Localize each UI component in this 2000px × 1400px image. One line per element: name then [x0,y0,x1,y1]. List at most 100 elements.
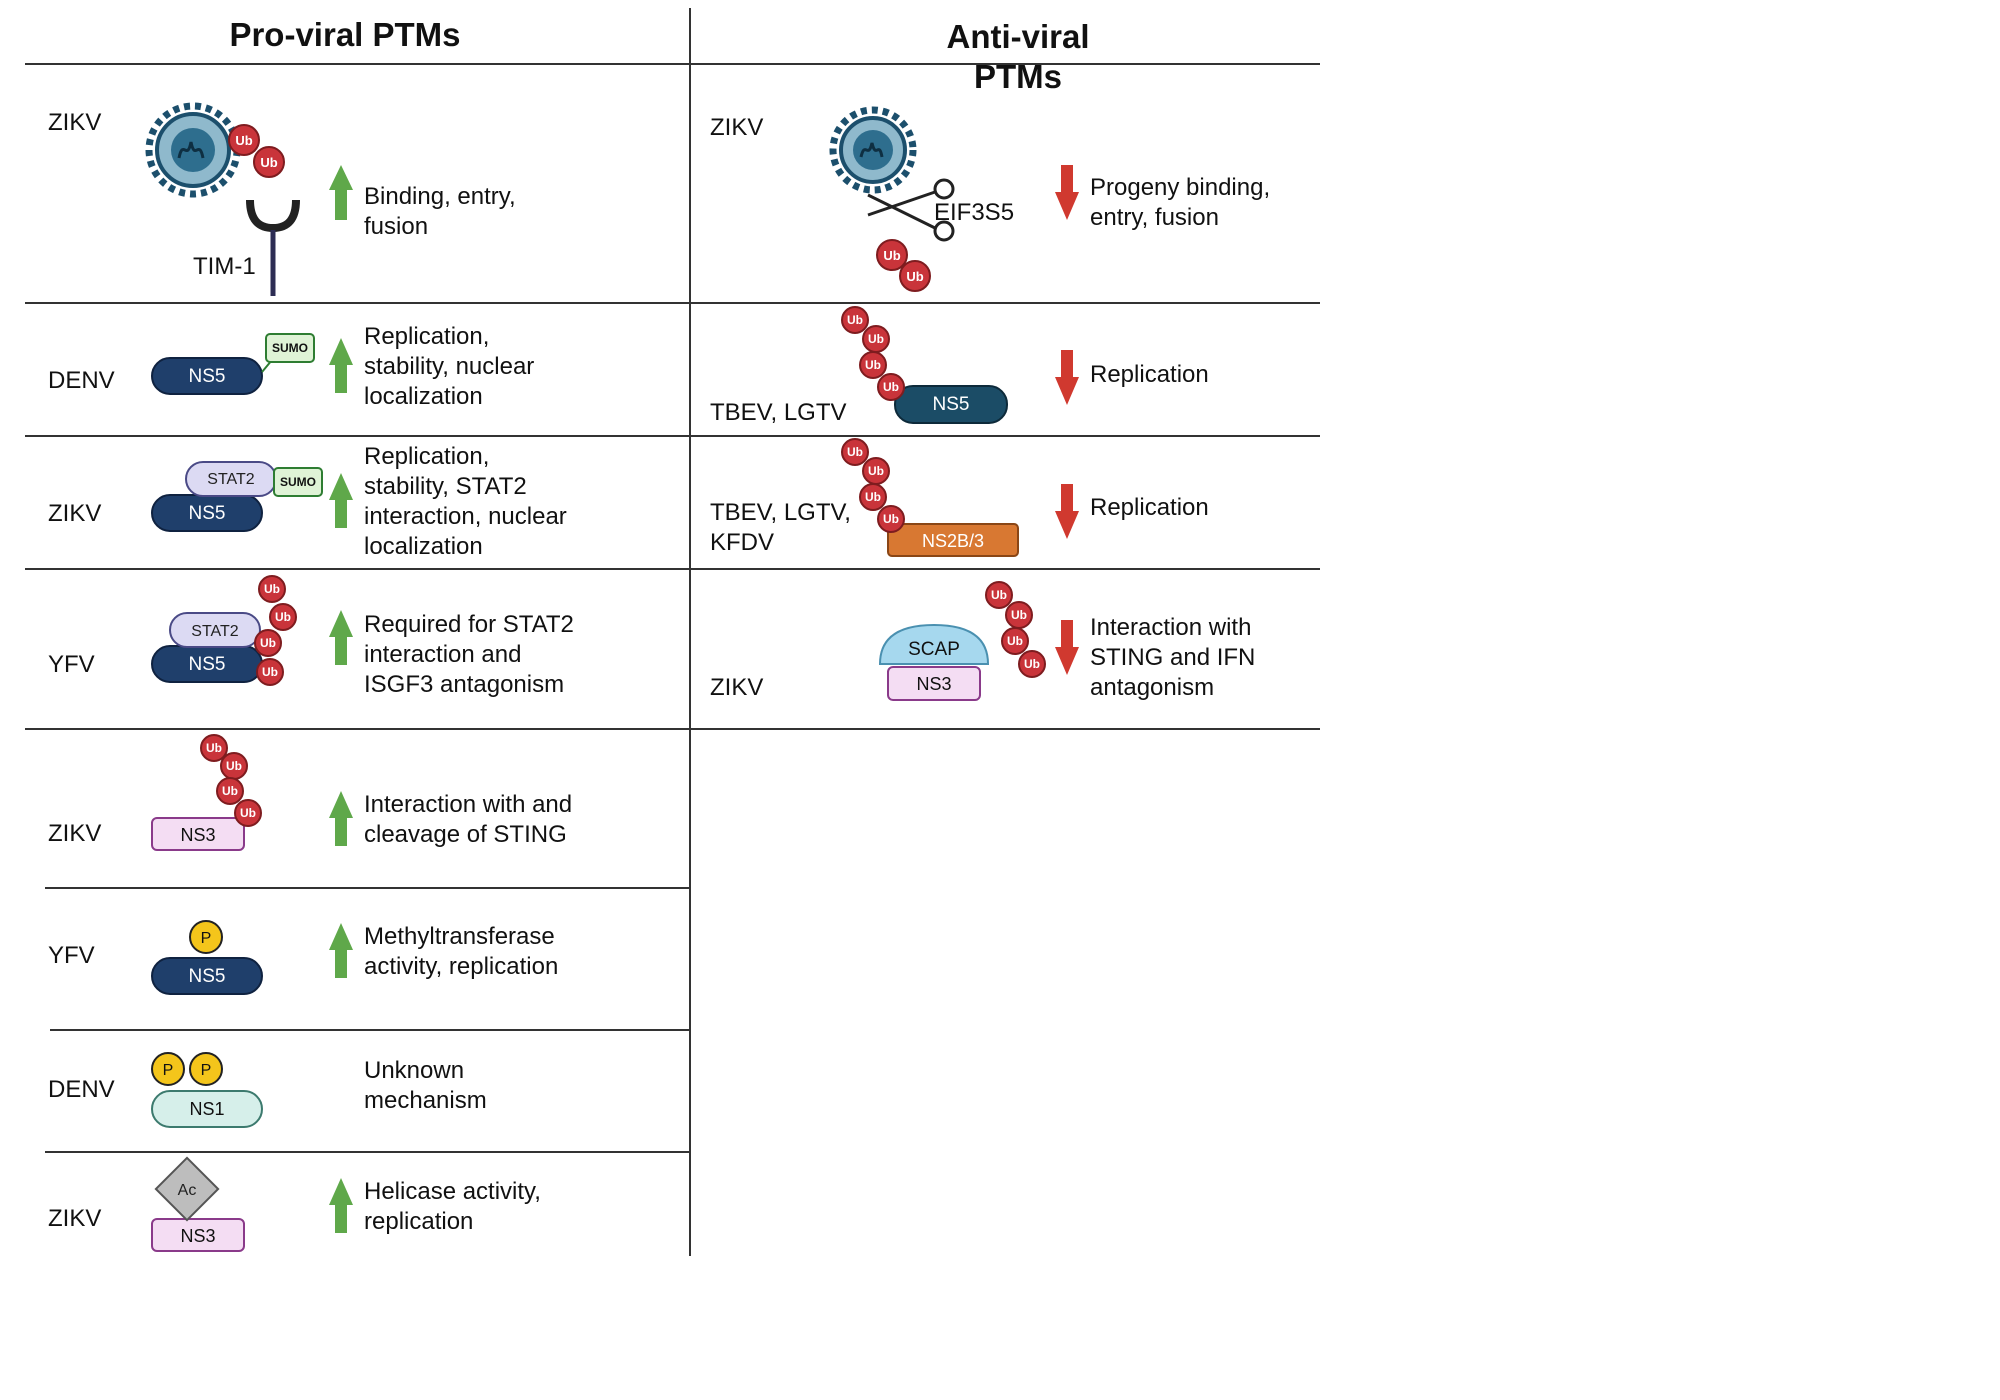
pro-row-2-virus: DENV [48,367,115,394]
up-arrow-icon [329,338,353,393]
ns5-protein [894,385,1008,424]
up-arrow-icon [329,923,353,978]
svg-text:Ub: Ub [275,610,291,624]
stat2-label: STAT2 [191,623,239,640]
ub-chain: Ub Ub Ub Ub [200,734,262,827]
up-arrow-icon [329,1178,353,1233]
ns5-label: NS5 [933,394,970,415]
phospho-modification [151,1052,185,1086]
up-arrow-icon [329,165,353,220]
up-arrow-icon [329,610,353,665]
pro-row-4-effect: Required for STAT2 interaction and ISGF3… [364,611,581,698]
pro-row-8-effect: Helicase activity, replication [364,1178,548,1235]
ub-modification: Ub Ub [228,124,285,178]
scap-protein [878,623,990,665]
svg-text:Ub: Ub [847,445,863,459]
down-arrow-icon [1055,620,1079,675]
svg-text:Ub: Ub [865,358,881,372]
anti-row-2-virus: TBEV, LGTV [710,399,847,426]
anti-row-1-effect: Progeny binding, entry, fusion [1090,174,1277,231]
ns3-label: NS3 [916,674,951,694]
ub-chain: Ub Ub Ub Ub [841,306,905,401]
acetyl-label: Ac [178,1182,197,1199]
ns3-label: NS3 [180,825,215,845]
ns2b3-label: NS2B/3 [922,531,984,551]
ns1-label: NS1 [189,1099,224,1119]
anti-row-1-virus: ZIKV [710,114,763,141]
down-arrow-icon [1055,350,1079,405]
anti-row-3-effect: Replication [1090,494,1209,521]
pro-row-6-effect: Methyltransferase activity, replication [364,923,561,980]
pro-row-5-virus: ZIKV [48,820,101,847]
pro-row-2-effect: Replication, stability, nuclear localiza… [364,323,541,410]
svg-text:Ub: Ub [240,806,256,820]
tim1-label: TIM-1 [193,253,256,280]
ub-chain: Ub Ub Ub Ub [254,575,297,686]
pro-row-4-virus: YFV [48,651,95,678]
acetyl-modification [154,1156,220,1222]
zikv-virion-icon [829,106,917,194]
table-grid [25,8,1320,1256]
ns5-label: NS5 [189,503,226,524]
eif3s5-label: EIF3S5 [934,199,1014,226]
pro-row-3-virus: ZIKV [48,500,101,527]
anti-row-4-virus: ZIKV [710,674,763,701]
svg-text:Ub: Ub [883,512,899,526]
sumo-tag [273,467,323,497]
anti-row-3-virus: TBEV, LGTV, KFDV [710,499,858,556]
svg-text:Ub: Ub [226,759,242,773]
phospho-label: P [163,1062,174,1079]
pro-row-1-virus: ZIKV [48,109,101,136]
phospho-label: P [201,930,212,947]
pro-row-7-effect: Unknown mechanism [364,1057,487,1114]
anti-viral-header-line2: PTMs [974,58,1062,95]
ub-chain: Ub Ub Ub Ub [985,581,1046,678]
down-arrow-icon [1055,165,1079,220]
pro-row-3-effect: Replication, stability, STAT2 interactio… [364,443,573,560]
stat2-label: STAT2 [207,471,255,488]
ns5-label: NS5 [189,366,226,387]
svg-text:Ub: Ub [883,380,899,394]
svg-text:Ub: Ub [260,636,276,650]
pro-row-8-virus: ZIKV [48,1205,101,1232]
ns5-protein [151,957,263,995]
svg-text:Ub: Ub [262,665,278,679]
ns3-protein [151,817,245,851]
pro-row-7-virus: DENV [48,1076,115,1103]
svg-text:Ub: Ub [991,588,1007,602]
phospho-modification [189,1052,223,1086]
ns5-label: NS5 [189,966,226,987]
phospho-label: P [201,1062,212,1079]
zikv-virion-icon [145,102,241,198]
pro-row-1-effect: Binding, entry, fusion [364,183,522,240]
svg-text:Ub: Ub [906,269,923,284]
anti-row-2-effect: Replication [1090,361,1209,388]
svg-text:Ub: Ub [1011,608,1027,622]
ub-modification: Ub Ub [876,239,931,292]
ns1-protein [151,1090,263,1128]
up-arrow-icon [329,791,353,846]
scissors-icon [867,178,955,242]
sumo-tag [265,333,315,363]
ub-chain: Ub Ub Ub Ub [841,438,905,533]
phospho-modification [189,920,223,954]
ns3-protein [151,1218,245,1252]
anti-viral-header-line1: Anti-viral [946,18,1089,55]
svg-text:Ub: Ub [883,248,900,263]
svg-text:Ub: Ub [264,582,280,596]
ns3-protein [887,666,981,701]
sumo-label: SUMO [280,475,316,489]
svg-text:Ub: Ub [260,155,277,170]
stat2-protein [169,612,261,648]
svg-text:Ub: Ub [1007,634,1023,648]
pro-row-5-effect: Interaction with and cleavage of STING [364,791,579,848]
tim1-receptor-icon [246,199,300,296]
up-arrow-icon [329,473,353,528]
pro-viral-header: Pro-viral PTMs [229,16,460,53]
sumo-label: SUMO [272,341,308,355]
ns2b3-protein [887,523,1019,557]
svg-text:Ub: Ub [1024,657,1040,671]
anti-row-4-effect: Interaction with STING and IFN antagonis… [1090,614,1262,701]
svg-text:Ub: Ub [868,464,884,478]
